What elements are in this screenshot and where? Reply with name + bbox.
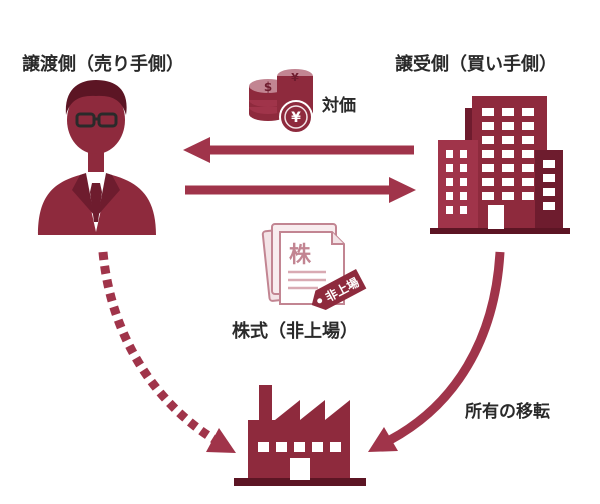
- building-window: [502, 164, 514, 172]
- office-building-icon: [430, 96, 570, 234]
- building-window: [482, 136, 494, 144]
- building-window: [482, 108, 494, 116]
- share-certificate-icon: 株 非上場: [261, 223, 367, 311]
- seller-title: 譲渡側（売り手側）: [22, 54, 184, 75]
- building-window: [482, 178, 494, 186]
- building-window: [522, 178, 534, 186]
- ownership-transfer-arrow: [368, 251, 505, 452]
- consideration-label: 対価: [322, 96, 356, 116]
- building-window: [522, 150, 534, 158]
- share-doc-char: 株: [289, 243, 312, 268]
- building-window: [446, 178, 453, 186]
- consideration-arrow: [183, 137, 414, 163]
- building-window: [460, 164, 467, 172]
- building-window: [446, 192, 453, 200]
- building-window: [502, 108, 514, 116]
- building-window: [522, 122, 534, 130]
- ownership-transfer-label: 所有の移転: [465, 402, 550, 422]
- dollar-coin-symbol: $: [264, 80, 272, 94]
- building-window: [502, 136, 514, 144]
- building-window: [543, 202, 555, 210]
- yen-coin-symbol-top: ¥: [291, 71, 299, 84]
- building-window: [522, 164, 534, 172]
- building-window: [522, 136, 534, 144]
- building-window: [502, 150, 514, 158]
- shares-label: 株式（非上場）: [232, 321, 358, 342]
- building-window: [522, 108, 534, 116]
- coins-icon: $ ¥ ¥: [249, 69, 313, 134]
- building-window: [502, 122, 514, 130]
- building-window: [502, 178, 514, 186]
- building-window: [460, 206, 467, 214]
- building-window: [482, 122, 494, 130]
- yen-coin-symbol-front: ¥: [291, 110, 301, 126]
- building-window: [543, 160, 555, 168]
- building-window: [482, 192, 494, 200]
- building-window: [446, 164, 453, 172]
- building-window: [482, 150, 494, 158]
- buyer-title: 譲受側（買い手側）: [395, 54, 557, 75]
- building-window: [460, 150, 467, 158]
- shares-arrow: [185, 177, 416, 203]
- building-window: [543, 188, 555, 196]
- building-window: [446, 206, 453, 214]
- building-window: [460, 192, 467, 200]
- building-window: [543, 174, 555, 182]
- building-window: [522, 192, 534, 200]
- building-window: [482, 164, 494, 172]
- businessman-icon: [38, 80, 156, 235]
- seller-to-target-dashed-arrow: [98, 251, 236, 453]
- building-window: [460, 178, 467, 186]
- building-window: [446, 150, 453, 158]
- building-window: [502, 192, 514, 200]
- factory-icon: [234, 385, 366, 486]
